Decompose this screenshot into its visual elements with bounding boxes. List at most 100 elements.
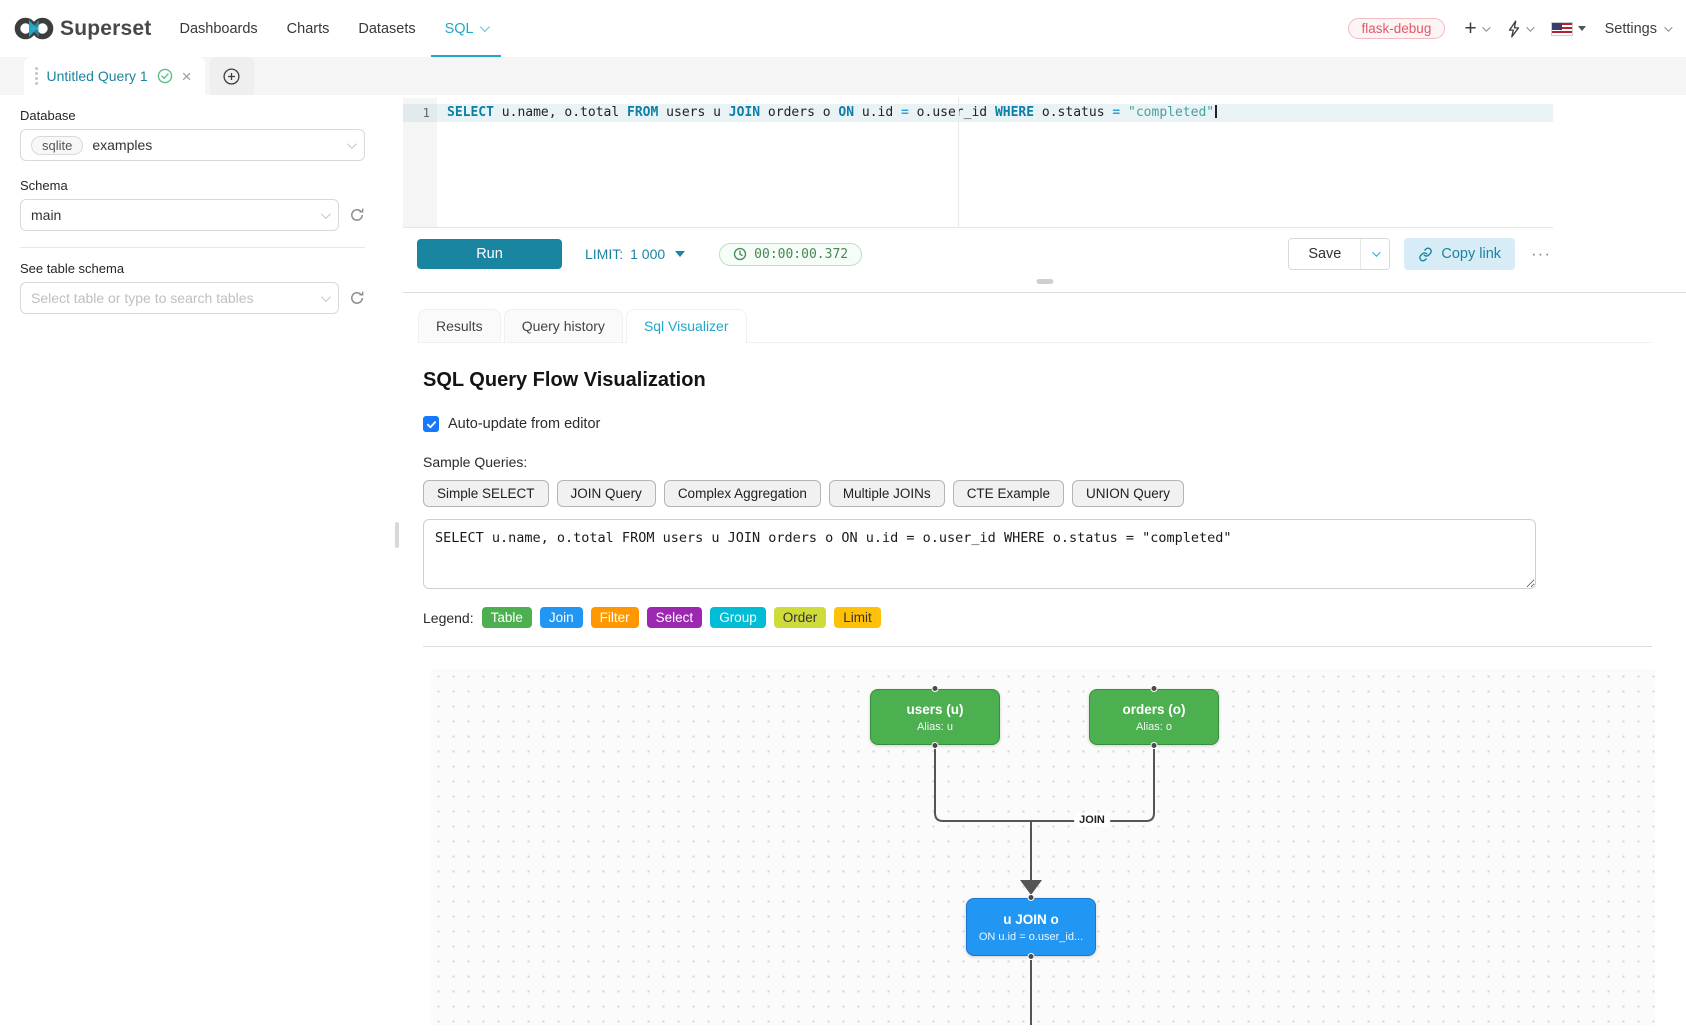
query-search-button[interactable] xyxy=(1507,19,1535,38)
superset-logo[interactable]: Superset xyxy=(14,0,151,57)
nav-item-label: SQL xyxy=(444,20,474,37)
legend-label: Legend: xyxy=(423,609,474,626)
save-options-button[interactable] xyxy=(1360,239,1390,269)
sidebar-divider xyxy=(20,247,365,248)
node-handle-bottom[interactable] xyxy=(1027,953,1035,960)
refresh-icon xyxy=(351,208,364,221)
nav-item-label: Charts xyxy=(286,20,330,37)
legend-badge-table: Table xyxy=(481,607,532,628)
sample-button-simple-select[interactable]: Simple SELECT xyxy=(423,480,549,507)
limit-dropdown[interactable]: LIMIT: 1 000 xyxy=(585,246,686,262)
sidebar-resize-handle[interactable] xyxy=(395,522,399,548)
nav-item-datasets[interactable]: Datasets xyxy=(358,0,415,57)
table-select[interactable]: Select table or type to search tables xyxy=(20,282,339,314)
chevron-down-icon xyxy=(479,22,490,33)
sql-token-plain: orders o xyxy=(760,105,839,120)
schema-select[interactable]: main xyxy=(20,199,339,231)
settings-label: Settings xyxy=(1604,20,1657,37)
node-handle-bottom[interactable] xyxy=(931,742,939,749)
settings-menu[interactable]: Settings xyxy=(1604,20,1673,37)
plus-icon: + xyxy=(1464,17,1477,40)
nav-item-charts[interactable]: Charts xyxy=(287,0,330,57)
caret-down-icon xyxy=(1577,26,1586,31)
nav-item-label: Dashboards xyxy=(179,20,258,37)
query-tab[interactable]: Untitled Query 1 × xyxy=(24,57,205,95)
editor-code-area[interactable]: SELECT u.name, o.total FROM users u JOIN… xyxy=(437,98,1553,227)
refresh-icon xyxy=(351,291,364,304)
save-button[interactable]: Save xyxy=(1289,239,1361,269)
query-textarea[interactable]: SELECT u.name, o.total FROM users u JOIN… xyxy=(423,519,1536,589)
drag-handle-icon[interactable] xyxy=(35,67,38,85)
clock-icon xyxy=(734,247,747,261)
refresh-tables-button[interactable] xyxy=(349,290,365,306)
lightning-icon xyxy=(1508,19,1519,38)
node-subtitle: Alias: u xyxy=(916,720,954,733)
node-subtitle: ON u.id = o.user_id... xyxy=(978,930,1084,943)
add-tab-button[interactable] xyxy=(209,57,254,95)
flow-node-users[interactable]: users (u)Alias: u xyxy=(870,685,1000,749)
sample-button-cte-example[interactable]: CTE Example xyxy=(952,480,1064,507)
sql-token-keyword: FROM xyxy=(627,105,659,120)
node-handle-top[interactable] xyxy=(1150,685,1158,692)
infinity-logo-icon xyxy=(14,17,54,40)
brand-name: Superset xyxy=(60,16,152,40)
sql-token-plain: u.id xyxy=(854,105,902,120)
run-button[interactable]: Run xyxy=(417,239,562,269)
sample-button-union-query[interactable]: UNION Query xyxy=(1071,480,1184,507)
auto-update-checkbox[interactable] xyxy=(423,416,439,432)
save-split-button: Save xyxy=(1288,238,1391,270)
sql-token-keyword: ON xyxy=(838,105,855,120)
chevron-down-icon xyxy=(346,138,357,149)
check-circle-icon xyxy=(157,68,172,84)
nav-links: Dashboards Charts Datasets SQL xyxy=(179,0,501,57)
line-number: 1 xyxy=(403,104,437,122)
node-title: u JOIN o xyxy=(1003,911,1059,927)
refresh-schemas-button[interactable] xyxy=(349,207,365,223)
tab-query-history[interactable]: Query history xyxy=(503,309,623,342)
sample-button-multiple-joins[interactable]: Multiple JOINs xyxy=(828,480,945,507)
plus-circle-icon xyxy=(223,67,240,85)
sample-button-join-query[interactable]: JOIN Query xyxy=(556,480,656,507)
splitter-drag-handle[interactable] xyxy=(1036,279,1053,284)
tab-results[interactable]: Results xyxy=(418,309,501,342)
sql-token-keyword: JOIN xyxy=(728,105,761,120)
chevron-down-icon xyxy=(1664,22,1673,32)
tab-sql-visualizer[interactable]: Sql Visualizer xyxy=(625,309,747,343)
sql-token-keyword: SELECT xyxy=(447,105,494,120)
sql-visualizer-panel: SQL Query Flow Visualization Auto-update… xyxy=(418,343,1655,1025)
node-handle-top[interactable] xyxy=(1027,894,1035,901)
sql-token-operator: = xyxy=(901,105,909,120)
query-tab-strip: Untitled Query 1 × xyxy=(0,57,1686,95)
chevron-down-icon xyxy=(1481,22,1491,32)
sample-button-complex-aggregation[interactable]: Complex Aggregation xyxy=(663,480,821,507)
table-schema-label: See table schema xyxy=(20,261,125,276)
database-engine-badge: sqlite xyxy=(31,135,84,155)
node-title: orders (o) xyxy=(1122,701,1186,717)
database-label: Database xyxy=(20,108,76,123)
active-line-highlight xyxy=(437,104,1553,122)
legend-badge-group: Group xyxy=(710,607,766,628)
flow-node-join[interactable]: u JOIN o ON u.id = o.user_id... xyxy=(966,894,1096,960)
navbar-right: flask-debug + Settings xyxy=(1347,0,1673,57)
timer-value: 00:00:00.372 xyxy=(754,246,849,262)
nav-item-dashboards[interactable]: Dashboards xyxy=(179,0,257,57)
link-icon xyxy=(1419,247,1433,261)
nav-item-sql[interactable]: SQL xyxy=(430,0,501,57)
copy-link-button[interactable]: Copy link xyxy=(1404,238,1516,270)
database-value: examples xyxy=(92,137,153,153)
close-tab-icon[interactable]: × xyxy=(181,66,192,86)
sql-editor[interactable]: 1 SELECT u.name, o.total FROM users u JO… xyxy=(403,98,1553,228)
legend-badge-join: Join xyxy=(539,607,583,628)
database-select[interactable]: sqlite examples xyxy=(20,129,365,161)
sqllab-sidebar: Database sqlite examples Schema main See… xyxy=(0,95,403,1034)
node-handle-top[interactable] xyxy=(931,685,939,692)
more-options-button[interactable]: ··· xyxy=(1531,244,1551,263)
new-item-button[interactable]: + xyxy=(1464,17,1491,40)
flow-node-orders[interactable]: orders (o)Alias: o xyxy=(1089,685,1219,749)
language-picker[interactable] xyxy=(1550,21,1586,36)
caret-down-icon xyxy=(675,251,686,257)
node-handle-bottom[interactable] xyxy=(1150,742,1158,749)
copy-link-label: Copy link xyxy=(1441,246,1502,262)
limit-label: LIMIT: xyxy=(585,246,624,262)
